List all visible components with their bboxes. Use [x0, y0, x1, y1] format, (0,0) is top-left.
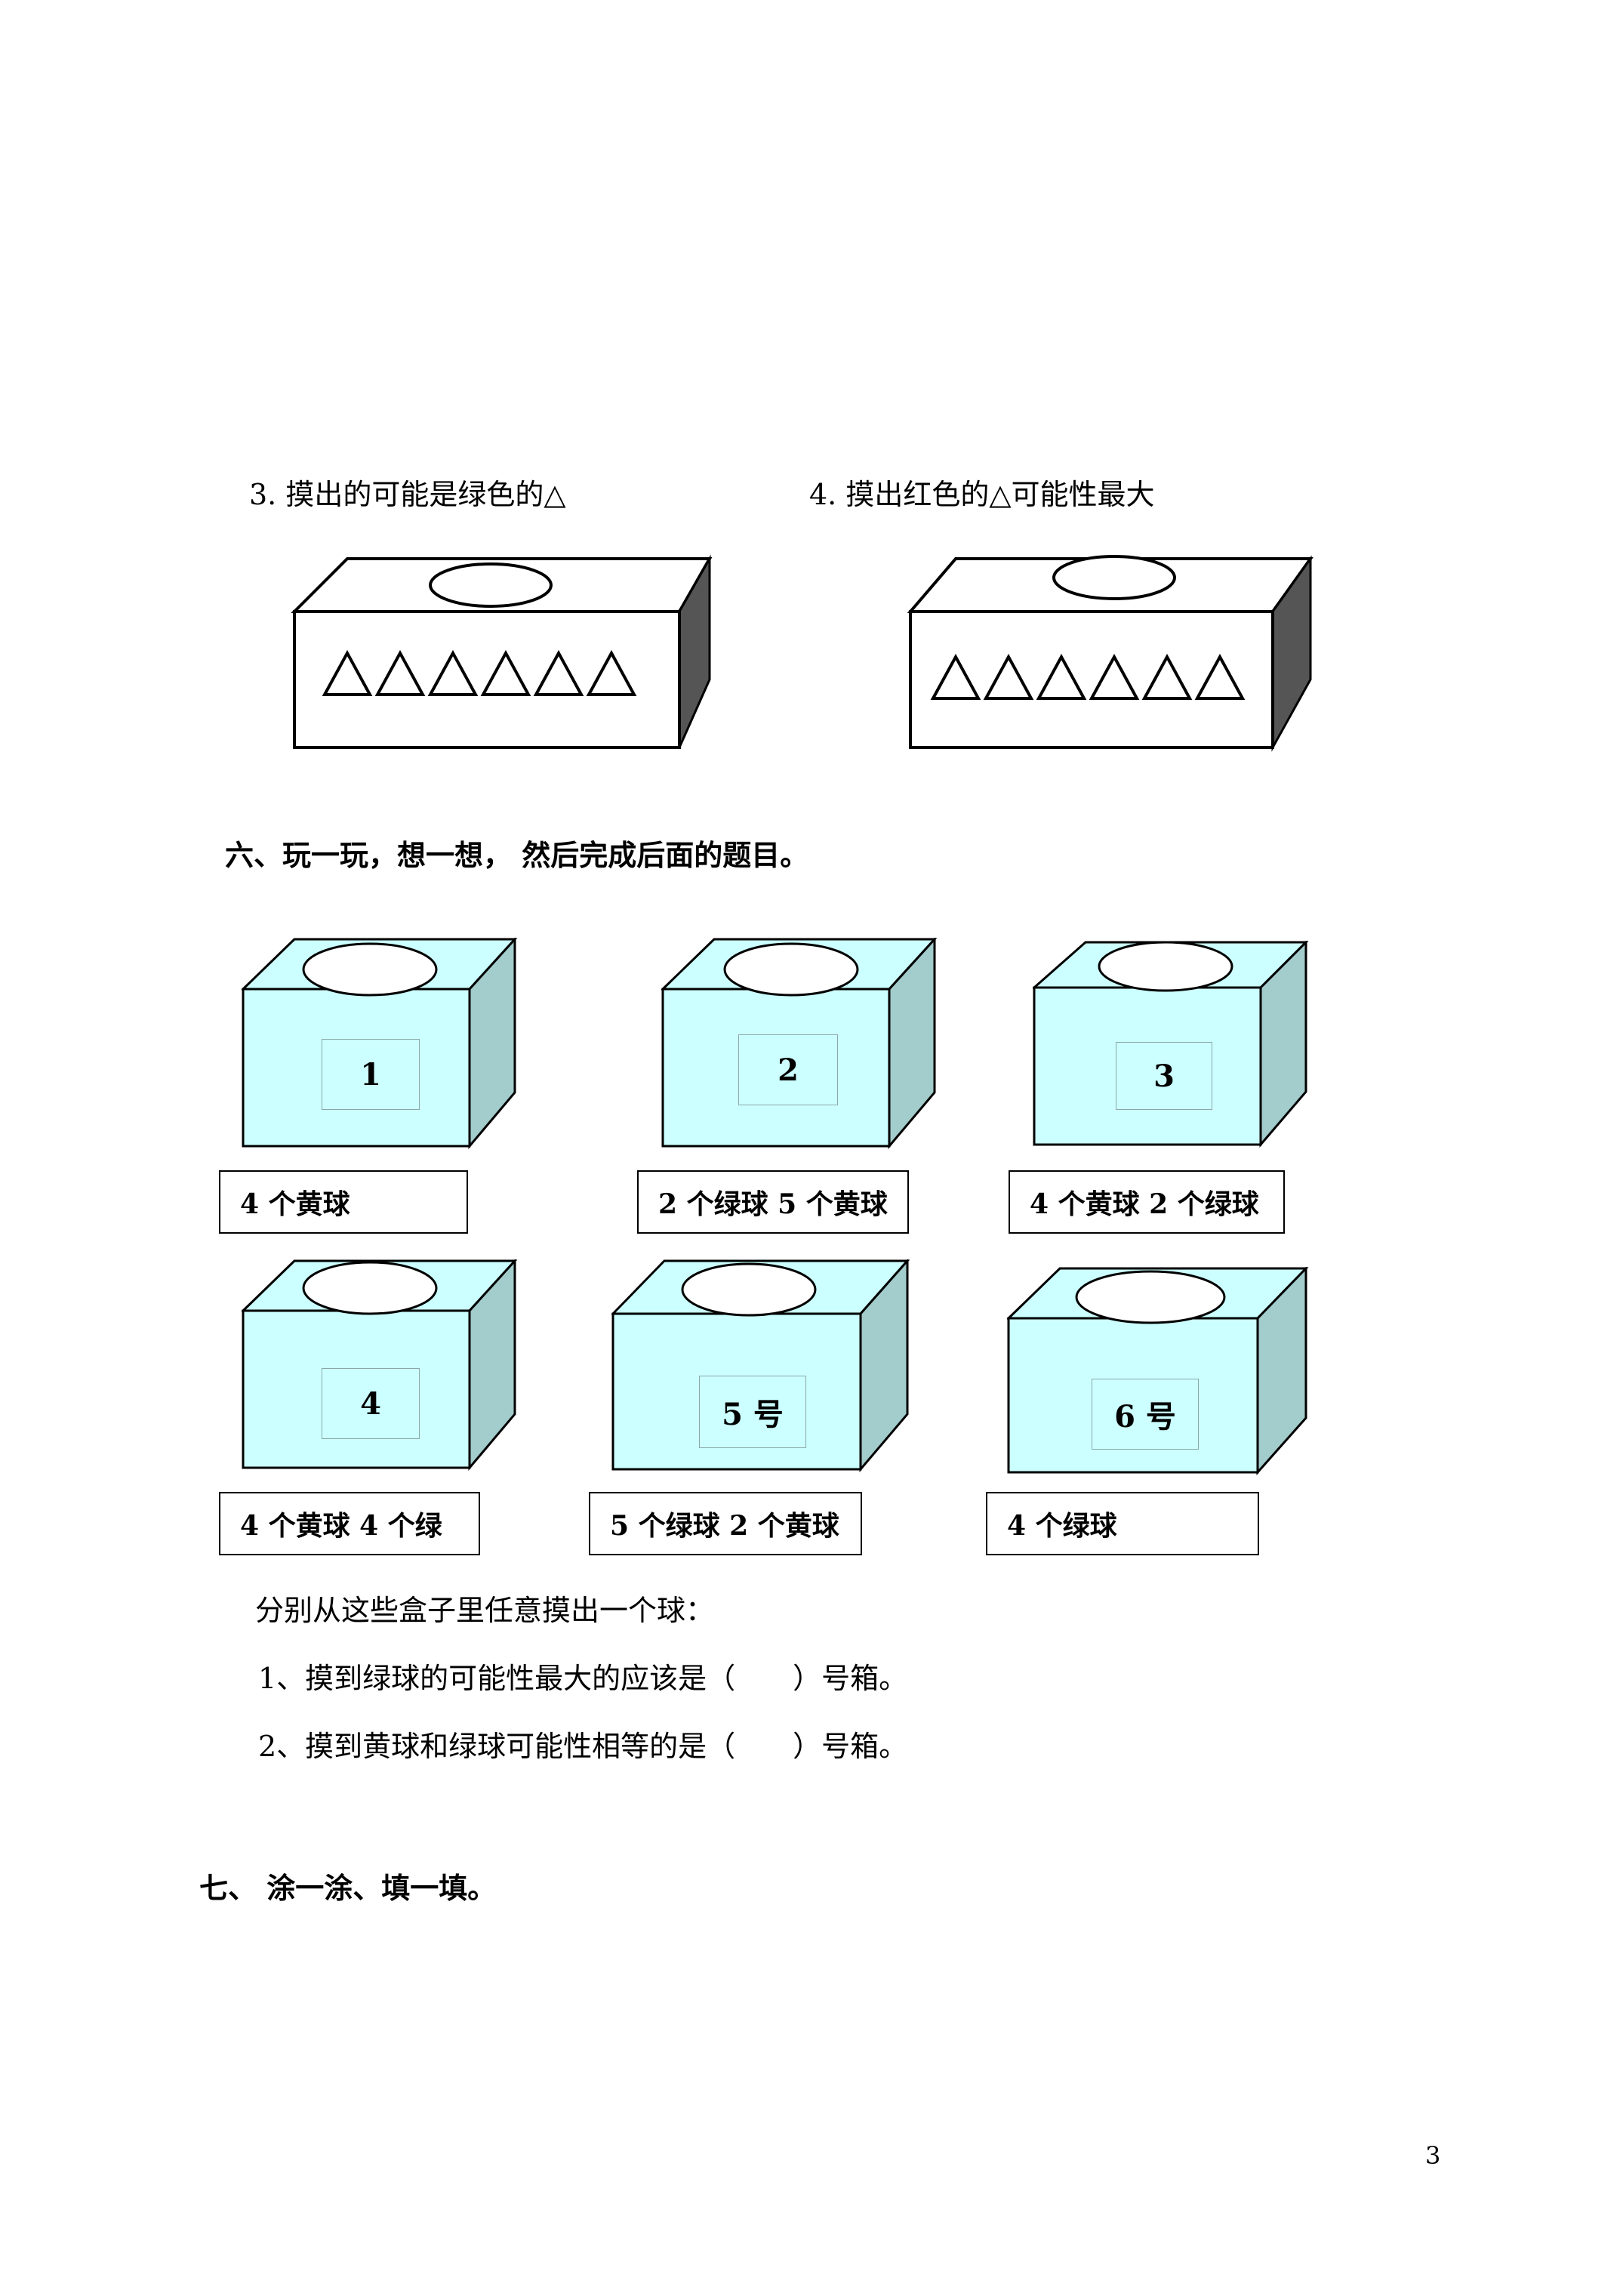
ball-box-3: [1033, 941, 1309, 1148]
ball-box-1: [242, 938, 518, 1149]
ball-box-4: [242, 1259, 518, 1471]
box-5-number: 5 号: [699, 1376, 806, 1448]
ball-box-5: [611, 1259, 910, 1472]
problem-4-caption: 4. 摸出红色的△可能性最大: [809, 478, 1155, 511]
box-6-number: 6 号: [1092, 1379, 1199, 1450]
box-5-label: 5 个绿球 2 个黄球: [589, 1492, 862, 1555]
page-number: 3: [1425, 2141, 1441, 2170]
ball-box-2: [661, 938, 938, 1149]
box-1-label: 4 个黄球: [219, 1170, 468, 1234]
box-3-label: 4 个黄球 2 个绿球: [1009, 1170, 1285, 1234]
triangle-box-sketch-3: [291, 554, 713, 749]
box-1-number: 1: [322, 1039, 420, 1110]
box-4-label: 4 个黄球 4 个绿: [219, 1492, 480, 1555]
box-2-label: 2 个绿球 5 个黄球: [637, 1170, 909, 1234]
section-7-title: 七、 涂一涂、填一填。: [199, 1871, 497, 1905]
ball-box-6: [1007, 1267, 1309, 1475]
section-6-title: 六、玩一玩，想一想， 然后完成后面的题目。: [225, 838, 809, 872]
problem-3-caption: 3. 摸出的可能是绿色的△: [249, 478, 566, 511]
section-6-intro: 分别从这些盒子里任意摸出一个球：: [255, 1594, 715, 1627]
box-2-number: 2: [738, 1034, 838, 1105]
question-1: 1、摸到绿球的可能性最大的应该是（ ）号箱。: [258, 1662, 908, 1695]
box-6-label: 4 个绿球: [986, 1492, 1259, 1555]
triangle-box-sketch-4: [907, 555, 1313, 752]
box-4-number: 4: [322, 1368, 420, 1439]
question-2: 2、摸到黄球和绿球可能性相等的是（ ）号箱。: [258, 1730, 908, 1763]
box-3-number: 3: [1116, 1042, 1212, 1110]
